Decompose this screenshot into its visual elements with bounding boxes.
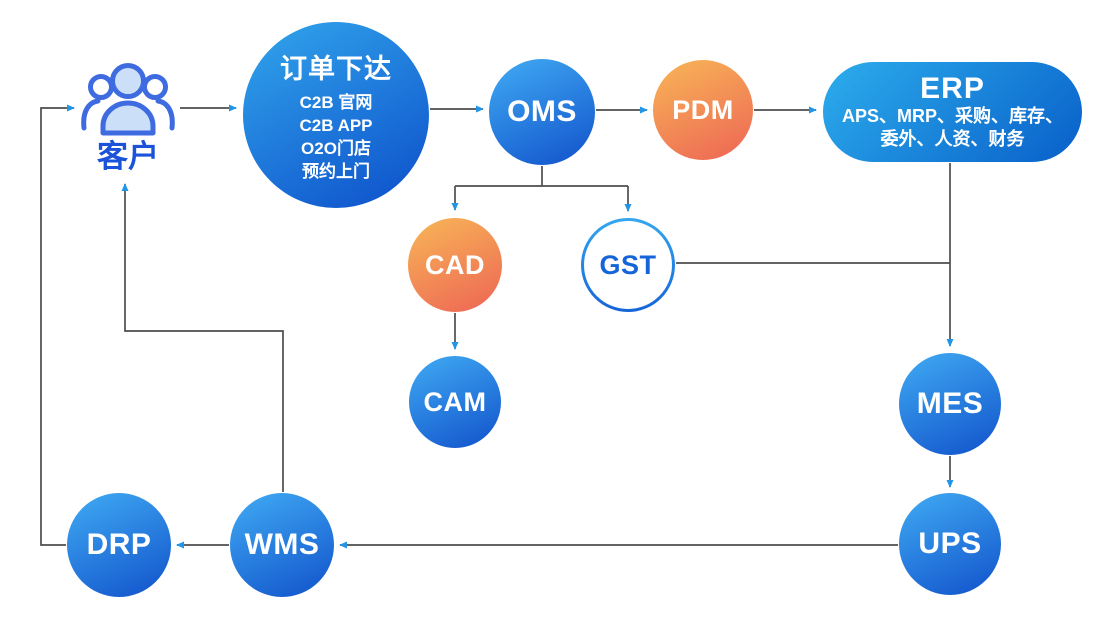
node-order: 订单下达 C2B 官网 C2B APP O2O门店 预约上门 [243,22,429,208]
node-drp-label: DRP [86,528,152,561]
node-oms-label: OMS [507,95,577,128]
node-pdm-label: PDM [672,94,734,125]
node-ups-label: UPS [918,527,982,560]
node-wms: WMS [230,493,334,597]
node-gst-label: GST [599,249,657,280]
erp-modules-line1: APS、MRP、采购、库存、 [841,106,1063,126]
node-drp: DRP [67,493,171,597]
node-pdm: PDM [653,60,753,160]
customers-icon [81,63,175,136]
arrow-drp-to-customer [40,104,75,546]
erp-modules-line2: 委外、人资、财务 [880,129,1025,149]
arrow-wms-to-customer [121,183,284,492]
node-cad-label: CAD [425,249,485,280]
node-cam: CAM [409,356,501,448]
node-ups: UPS [899,493,1001,595]
node-cam-label: CAM [423,386,487,417]
order-channel-appointment: 预约上门 [302,162,370,181]
node-cad: CAD [408,218,502,312]
node-wms-label: WMS [244,528,320,561]
node-oms: OMS [489,59,595,165]
order-channel-c2b-web: C2B 官网 [299,93,373,112]
node-mes-label: MES [916,387,984,420]
node-mes: MES [899,353,1001,455]
node-customer-label: 客户 [97,139,159,174]
order-channel-c2b-app: C2B APP [299,116,373,135]
node-gst: GST [581,218,675,312]
node-erp: ERP APS、MRP、采购、库存、 委外、人资、财务 [823,62,1082,162]
order-channel-o2o-store: O2O门店 [301,139,371,158]
node-erp-title: ERP [920,72,985,105]
node-order-title: 订单下达 [280,54,392,84]
